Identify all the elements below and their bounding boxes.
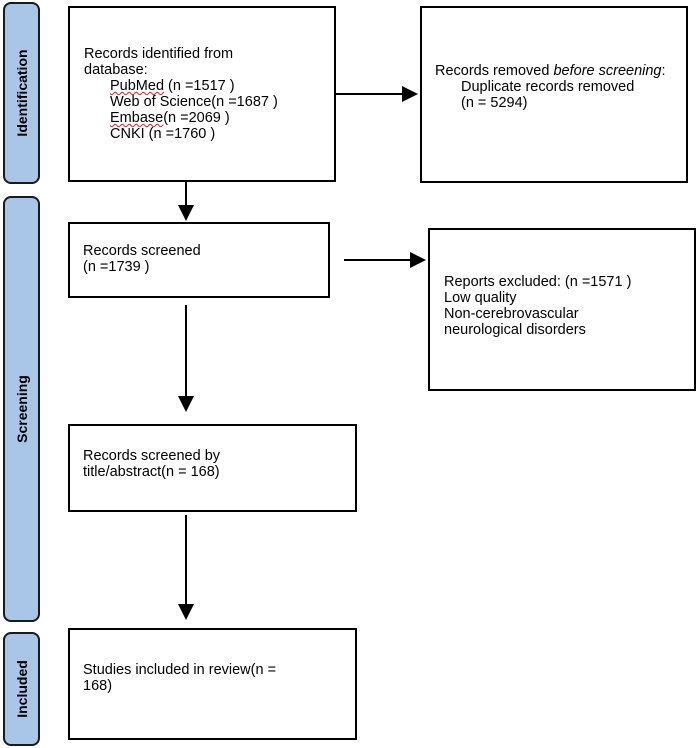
source-count: (n =1760 ) [144,126,216,142]
screened-label: Records screened [83,243,201,259]
source-name: PubMed [110,78,165,94]
phase-label-screening: Screening [3,196,40,622]
identified-title: Records identified from [84,46,234,62]
source-count: (n =1687 ) [211,94,278,110]
reports-excluded-box: Reports excluded: (n =1571 ) Low quality… [428,228,696,391]
source-name: Web of Science [110,94,212,110]
source-name: Embase [110,110,164,126]
source-name: CNKI [110,126,145,142]
excluded-reason-continued: neurological disorders [444,322,586,338]
source-embase: Embase(n =2069 ) [84,110,334,126]
source-count: (n =2069 ) [163,110,230,126]
removed-title-italic: before screening [553,63,662,79]
studies-included-box: Studies included in review(n = 168) [68,628,357,740]
included-label: Studies included in review(n = [83,662,277,678]
removed-title-suffix: : [661,63,666,79]
excluded-reason-low-quality: Low quality [444,290,517,306]
phase-label-identification: Identification [3,2,40,184]
source-cnki: CNKI (n =1760 ) [84,126,334,142]
title-abstract-screened-box: Records screened by title/abstract(n = 1… [68,424,357,512]
duplicates-removed: Duplicate records removed [461,79,635,95]
title-abstract-count: title/abstract(n = 168) [83,464,220,480]
source-count: (n =1517 ) [168,78,235,94]
records-screened-box: Records screened (n =1739 ) [68,222,330,298]
removed-title-prefix: Records removed [435,63,554,79]
excluded-reason-non-cerebrovascular: Non-cerebrovascular [444,306,579,322]
removed-title: Records removed before screening: [435,63,686,79]
phase-label-included: Included [3,632,40,746]
identified-title-2: database: [84,62,148,78]
source-pubmed: PubMed (n =1517 ) [84,78,334,94]
source-web-of-science: Web of Science(n =1687 ) [84,94,334,110]
records-identified-box: Records identified from database: PubMed… [68,6,336,182]
title-abstract-label: Records screened by [83,448,221,464]
included-count: 168) [83,678,113,694]
duplicates-count: (n = 5294) [461,95,528,111]
records-removed-box: Records removed before screening: Duplic… [420,6,688,183]
screened-count: (n =1739 ) [83,259,150,275]
excluded-count: Reports excluded: (n =1571 ) [444,274,632,290]
